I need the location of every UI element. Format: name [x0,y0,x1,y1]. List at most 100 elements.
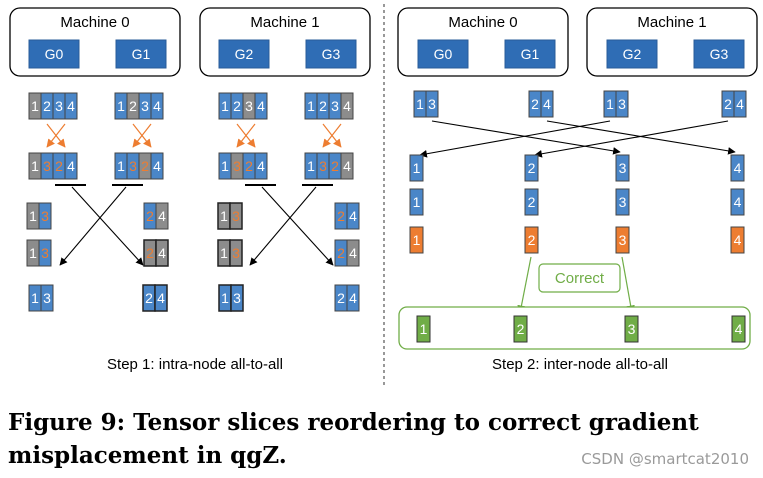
svg-text:2: 2 [129,98,137,114]
svg-text:3: 3 [619,160,627,176]
svg-text:1: 1 [413,160,421,176]
svg-text:1: 1 [29,245,37,261]
right-machine-0-title: Machine 0 [448,14,517,31]
right-single-slices: 1 1 1 2 2 2 3 3 3 4 4 4 [409,154,745,254]
svg-text:2: 2 [337,208,345,224]
svg-text:4: 4 [735,321,743,337]
svg-text:4: 4 [349,208,357,224]
right-gpu-g3-label: G3 [710,46,729,62]
svg-text:3: 3 [331,98,339,114]
svg-text:1: 1 [307,158,315,174]
svg-text:3: 3 [428,96,436,112]
svg-text:3: 3 [233,290,241,306]
right-gpu-g1 [504,39,556,69]
svg-text:3: 3 [55,98,63,114]
svg-text:4: 4 [153,98,161,114]
svg-text:1: 1 [420,321,428,337]
svg-text:3: 3 [43,158,51,174]
svg-text:2: 2 [331,158,339,174]
right-gpu-g0-label: G0 [434,46,453,62]
svg-text:2: 2 [55,158,63,174]
svg-text:3: 3 [232,245,240,261]
svg-text:3: 3 [41,208,49,224]
correct-label: Correct [555,270,605,287]
svg-text:3: 3 [319,158,327,174]
left-machine-0: Machine 0 G0 G1 [9,7,181,77]
svg-text:4: 4 [349,245,357,261]
svg-text:4: 4 [158,208,166,224]
svg-text:2: 2 [146,245,154,261]
svg-text:4: 4 [67,98,75,114]
svg-text:1: 1 [31,158,39,174]
watermark: CSDN @smartcat2010 [581,450,749,468]
svg-text:2: 2 [43,98,51,114]
svg-text:4: 4 [158,245,166,261]
right-gpu-g2 [606,39,658,69]
svg-text:4: 4 [157,290,165,306]
svg-text:2: 2 [337,290,345,306]
svg-text:4: 4 [734,160,742,176]
svg-text:2: 2 [528,160,536,176]
left-gpu-g0 [28,39,80,69]
svg-text:1: 1 [221,158,229,174]
correct-annotation: Correct [517,256,635,314]
left-step-label: Step 1: intra-node all-to-all [107,356,283,373]
svg-text:4: 4 [349,290,357,306]
figure-caption: Figure 9: Tensor slices reordering to co… [8,409,699,469]
right-machine-1: Machine 1 G2 G3 [586,7,758,77]
svg-text:3: 3 [628,321,636,337]
svg-text:1: 1 [416,96,424,112]
svg-text:2: 2 [337,245,345,261]
svg-text:2: 2 [145,290,153,306]
svg-text:4: 4 [153,158,161,174]
svg-text:3: 3 [233,158,241,174]
svg-text:3: 3 [232,208,240,224]
svg-text:3: 3 [129,158,137,174]
svg-text:3: 3 [43,290,51,306]
svg-text:1: 1 [413,194,421,210]
left-machine-1: Machine 1 G2 G3 [199,7,371,77]
svg-text:4: 4 [736,96,744,112]
right-machine-0: Machine 0 G0 G1 [397,7,569,77]
svg-text:2: 2 [146,208,154,224]
svg-text:1: 1 [606,96,614,112]
svg-text:1: 1 [220,245,228,261]
svg-text:1: 1 [220,208,228,224]
left-machine-1-title: Machine 1 [250,14,319,31]
svg-text:2: 2 [233,98,241,114]
svg-text:2: 2 [141,158,149,174]
svg-text:1: 1 [29,208,37,224]
svg-text:4: 4 [67,158,75,174]
svg-text:3: 3 [245,98,253,114]
right-gpu-g0 [417,39,469,69]
svg-text:4: 4 [734,194,742,210]
left-gpu-g0-label: G0 [45,46,64,62]
svg-text:1: 1 [307,98,315,114]
right-machine-1-title: Machine 1 [637,14,706,31]
left-gpu-g1-label: G1 [132,46,151,62]
svg-text:4: 4 [734,232,742,248]
right-gpu-g2-label: G2 [623,46,642,62]
right-exchange-arrows [419,120,736,158]
svg-text:3: 3 [619,232,627,248]
svg-text:1: 1 [221,290,229,306]
svg-text:4: 4 [257,98,265,114]
left-orange-swaps [46,123,342,148]
svg-text:1: 1 [117,158,125,174]
svg-text:2: 2 [517,321,525,337]
left-gpu-g3 [305,39,357,69]
svg-text:4: 4 [257,158,265,174]
svg-text:1: 1 [31,98,39,114]
svg-text:1: 1 [221,98,229,114]
right-gpu-g1-label: G1 [521,46,540,62]
svg-text:3: 3 [619,194,627,210]
left-gpu-g2-label: G2 [235,46,254,62]
svg-text:4: 4 [543,96,551,112]
left-gpu-g2 [218,39,270,69]
